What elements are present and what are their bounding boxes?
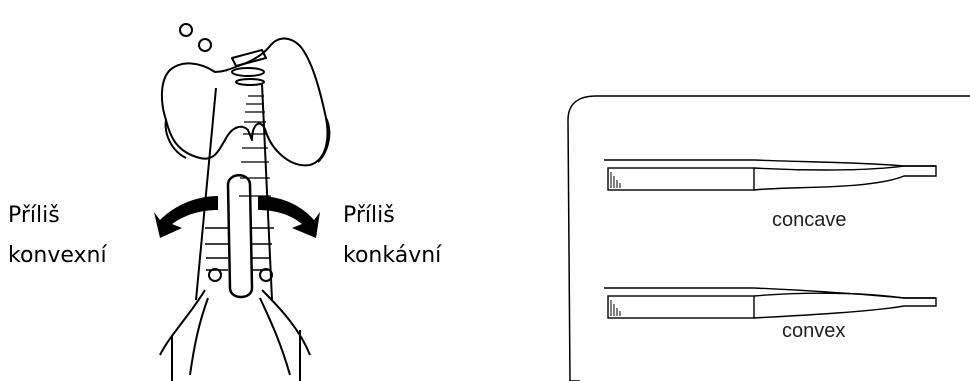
neck-outline	[195, 83, 273, 301]
convex-body-block	[607, 295, 755, 319]
too-concave-label-line2: konkávní	[343, 243, 442, 268]
guitar-body-side-right	[317, 117, 331, 163]
neck-fret-lines	[239, 95, 271, 197]
concave-label: concave	[772, 209, 847, 231]
headstock-base	[171, 330, 301, 381]
headstock-outline	[159, 289, 311, 356]
control-knob	[179, 23, 193, 37]
too-concave-label: Příliš konkávní	[343, 196, 441, 276]
too-convex-label: Příliš konvexní	[8, 196, 107, 276]
concave-neck-line	[753, 165, 937, 191]
tuning-nut	[259, 268, 273, 282]
fret-steps	[205, 227, 274, 271]
guitar-illustration	[154, 23, 331, 381]
concave-body-block	[607, 167, 755, 191]
convex-label: convex	[782, 320, 846, 342]
guitar-body-outline	[160, 37, 329, 167]
pickup-oval	[231, 67, 265, 77]
pickup	[231, 49, 267, 67]
concave-profile	[604, 159, 937, 191]
concave-top-line	[604, 159, 936, 167]
neck-profile-panel	[567, 95, 970, 381]
convex-hatch	[610, 300, 621, 316]
pickup-oval	[235, 78, 265, 86]
arrow-left-icon	[154, 196, 218, 238]
concave-hatch	[610, 172, 621, 188]
arrow-right-icon	[258, 196, 320, 238]
convex-neck-line	[753, 292, 937, 319]
too-convex-label-line2: konvexní	[8, 243, 107, 268]
truss-rod-wrench	[226, 174, 254, 299]
too-concave-label-line1: Příliš	[343, 203, 395, 228]
guitar-body-side	[164, 119, 187, 159]
panel-border	[567, 95, 970, 381]
headstock-inner	[189, 297, 291, 376]
too-convex-label-line1: Příliš	[8, 203, 60, 228]
convex-profile	[604, 287, 937, 319]
control-knob	[198, 38, 212, 52]
tuning-nut	[208, 268, 222, 282]
